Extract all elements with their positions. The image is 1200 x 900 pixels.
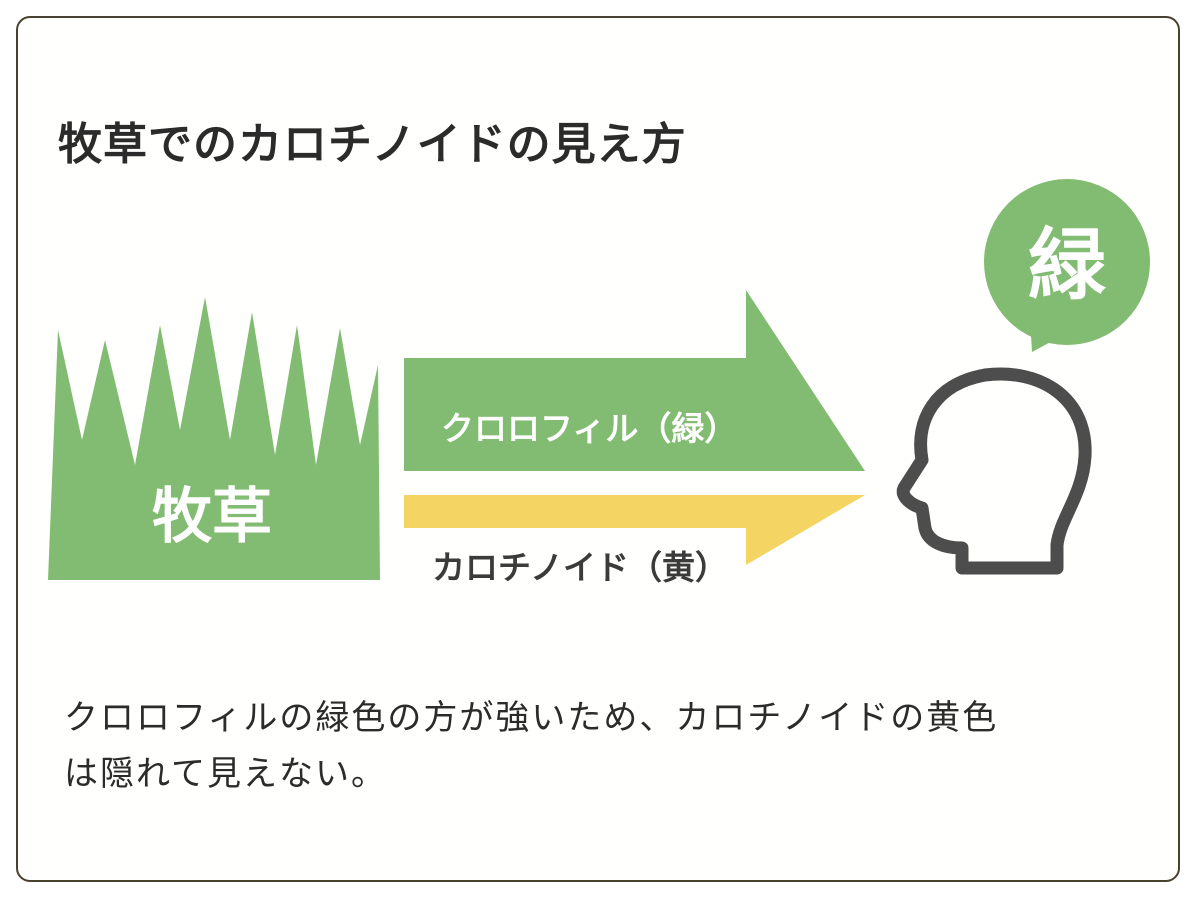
grass-group: 牧草 — [48, 297, 380, 580]
caption-line-1: クロロフィルの緑色の方が強いため、カロチノイドの黄色 — [64, 698, 999, 738]
carotenoid-arrow-icon — [404, 495, 865, 565]
grass-label: 牧草 — [152, 482, 272, 552]
carotenoid-label: カロチノイド（黄） — [432, 548, 728, 587]
chlorophyll-arrow-group: クロロフィル（緑） — [404, 290, 865, 471]
speech-bubble-tail-icon — [1030, 318, 1058, 352]
speech-bubble-circle — [984, 179, 1150, 345]
speech-bubble: 緑 — [984, 179, 1150, 352]
chlorophyll-label: クロロフィル（緑） — [441, 409, 737, 448]
grass-icon — [48, 297, 380, 580]
chlorophyll-arrow-icon — [404, 290, 865, 471]
explanation-caption: クロロフィルの緑色の方が強いため、カロチノイドの黄色 は隠れて見えない。 — [64, 690, 1144, 802]
speech-bubble-label: 緑 — [1028, 221, 1107, 311]
diagram-title: 牧草でのカロチノイドの見え方 — [58, 119, 687, 170]
human-head-outline-icon — [896, 367, 1092, 575]
caption-line-2: は隠れて見えない。 — [64, 754, 387, 794]
carotenoid-arrow-group: カロチノイド（黄） — [404, 495, 865, 587]
